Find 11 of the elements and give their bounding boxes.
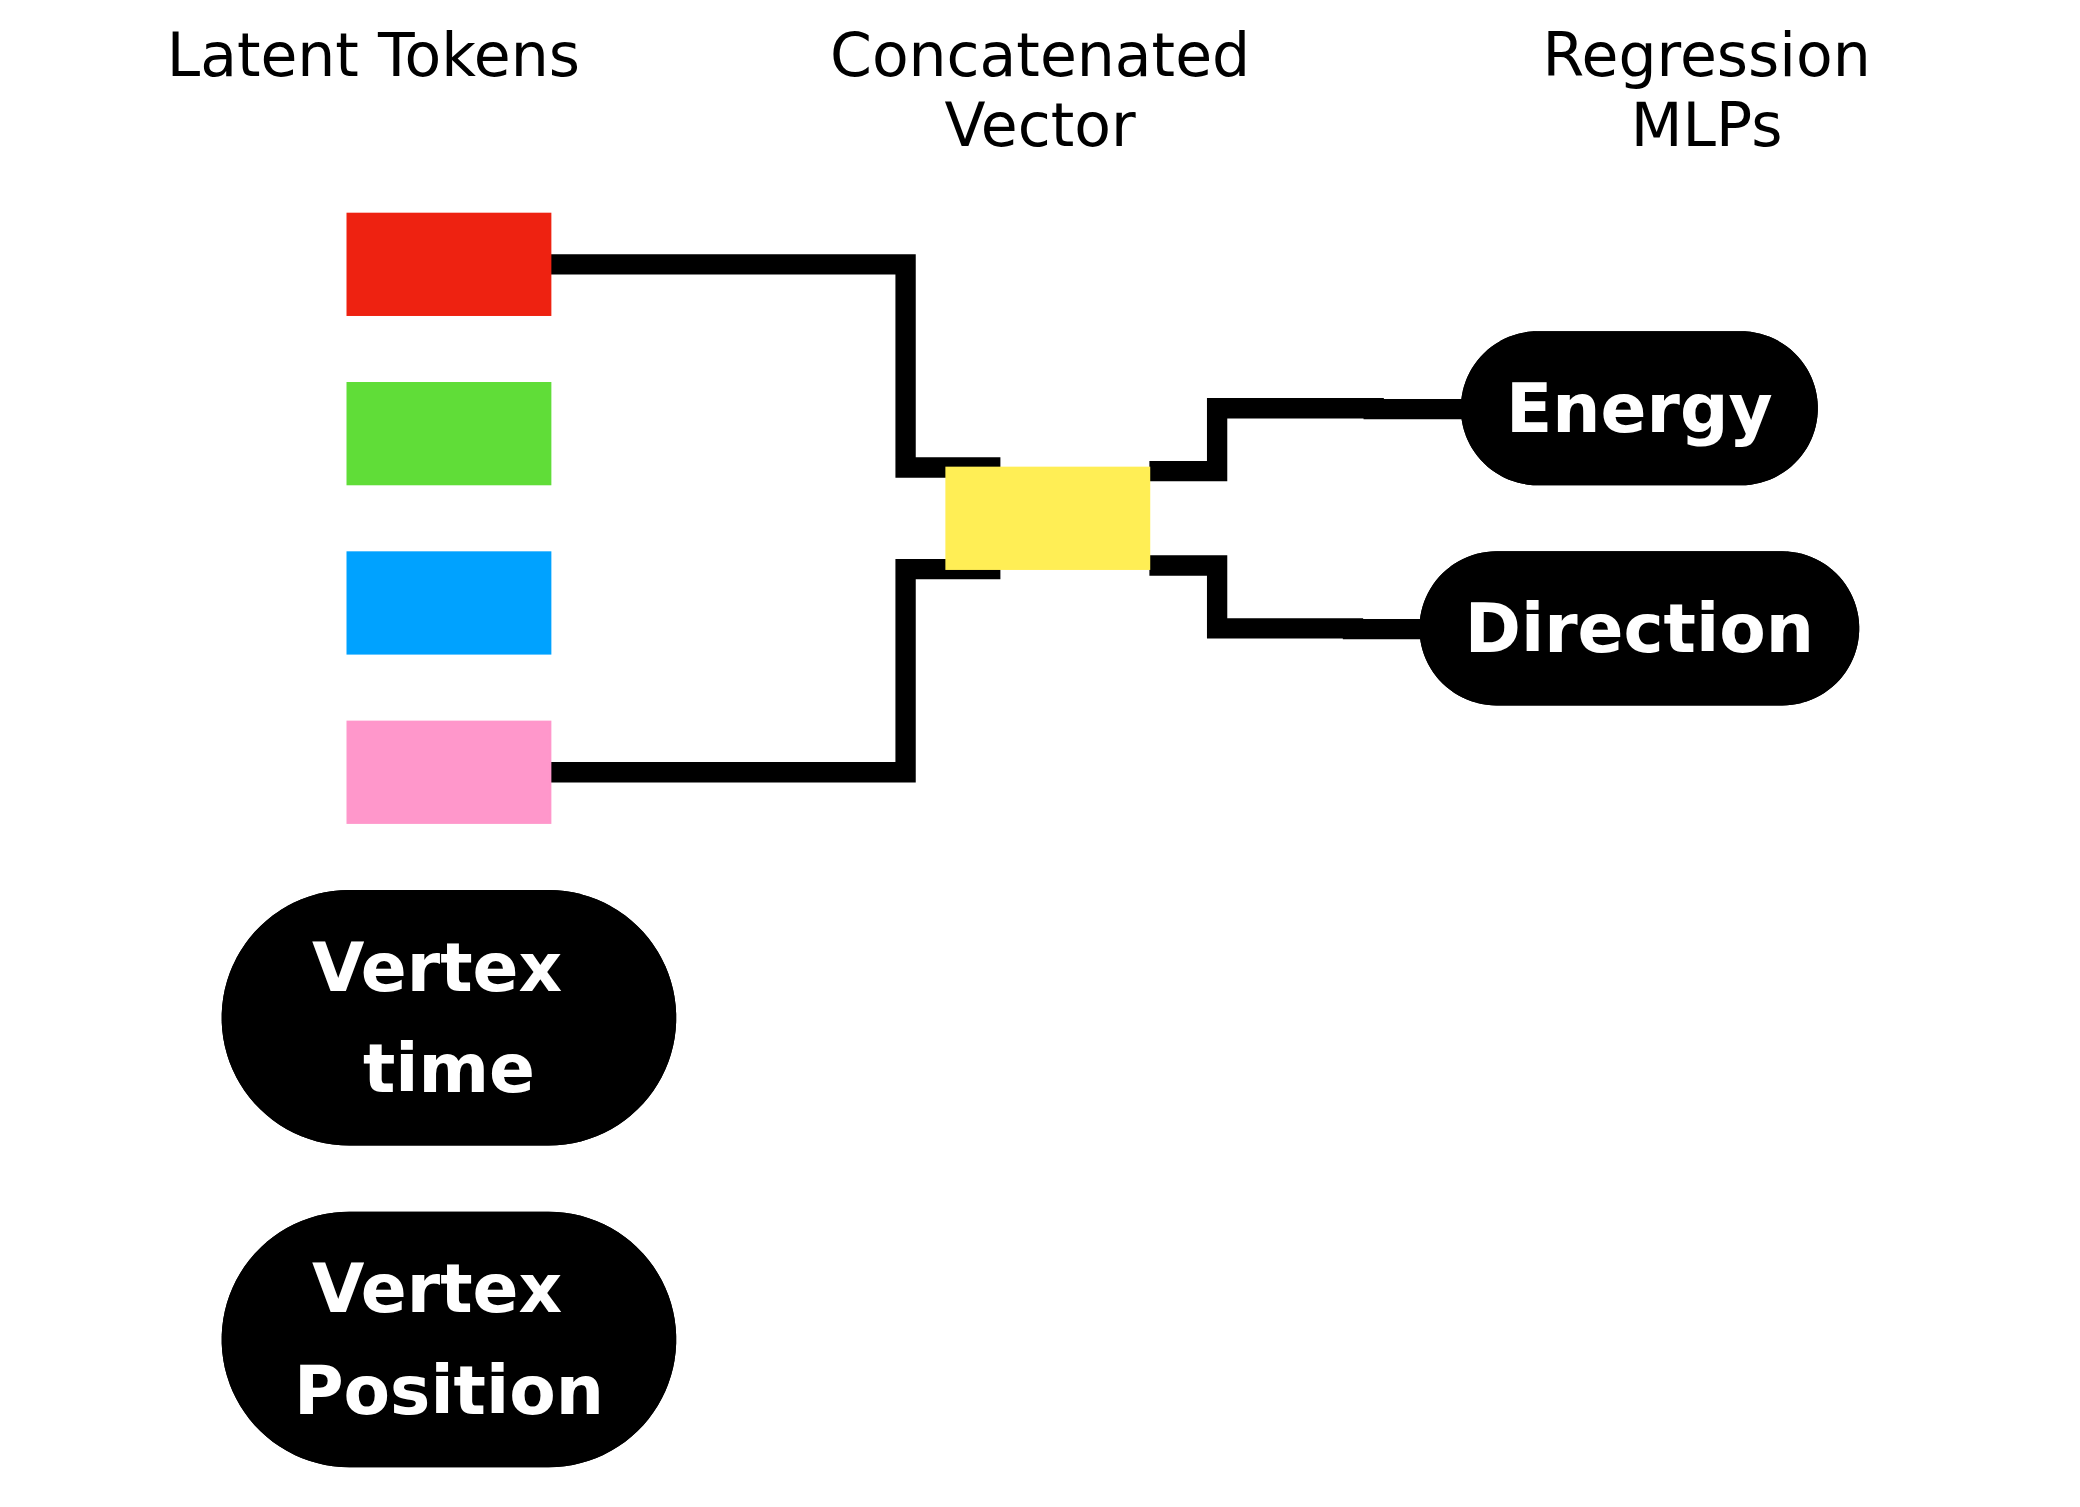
column-heading: Concatenated Vector — [830, 20, 1250, 162]
node-box — [944, 466, 1150, 570]
connector — [550, 558, 1000, 783]
column-heading: Latent Tokens — [165, 20, 581, 92]
node-box — [346, 720, 551, 824]
node-box — [346, 382, 551, 486]
connector — [1148, 555, 1421, 640]
connector — [550, 254, 1000, 478]
node-box — [346, 212, 551, 316]
node-box — [346, 551, 551, 655]
column-heading: Regression MLPs — [1541, 20, 1872, 162]
